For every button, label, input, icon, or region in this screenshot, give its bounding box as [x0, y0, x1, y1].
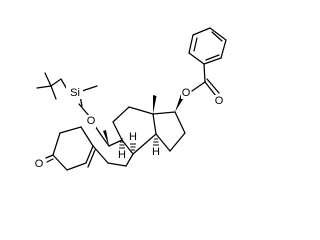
benzene-ring — [188, 27, 227, 65]
ether-oxygen-label: O — [87, 115, 96, 127]
ketone-oxygen-label: O — [35, 158, 44, 170]
steroid-structure-diagram: Si O O O O H H H — [34, 27, 227, 171]
ring-d — [152, 111, 186, 152]
ester-oxygen-atom: O — [181, 86, 191, 99]
carbonyl-oxygen-label: O — [215, 95, 224, 107]
c10-ch2-wedge — [103, 130, 109, 146]
h14-label: H — [152, 146, 160, 158]
ring-b — [92, 139, 134, 167]
h8-hash-bond — [119, 138, 125, 149]
h8-label: H — [118, 149, 126, 161]
benzoate-ester — [191, 63, 220, 97]
ether-oxygen-atom: O — [86, 115, 96, 128]
ring-c — [112, 106, 157, 155]
silicon-label: Si — [70, 87, 80, 99]
silicon-atom: Si — [66, 86, 83, 99]
h14-hash-bond — [153, 138, 159, 146]
c13-methyl-wedge — [153, 95, 157, 114]
ring-a — [45, 126, 96, 171]
h8-atom: H — [118, 149, 126, 161]
tert-butyl-group — [36, 72, 62, 100]
h9-atom: H — [129, 131, 137, 143]
h9-hash-bond — [130, 143, 136, 151]
h9-label: H — [129, 131, 137, 143]
carbonyl-oxygen-atom: O — [214, 95, 224, 108]
ketone-oxygen-atom: O — [34, 158, 44, 171]
ester-oxygen-label: O — [182, 87, 191, 99]
h14-atom: H — [152, 146, 160, 158]
